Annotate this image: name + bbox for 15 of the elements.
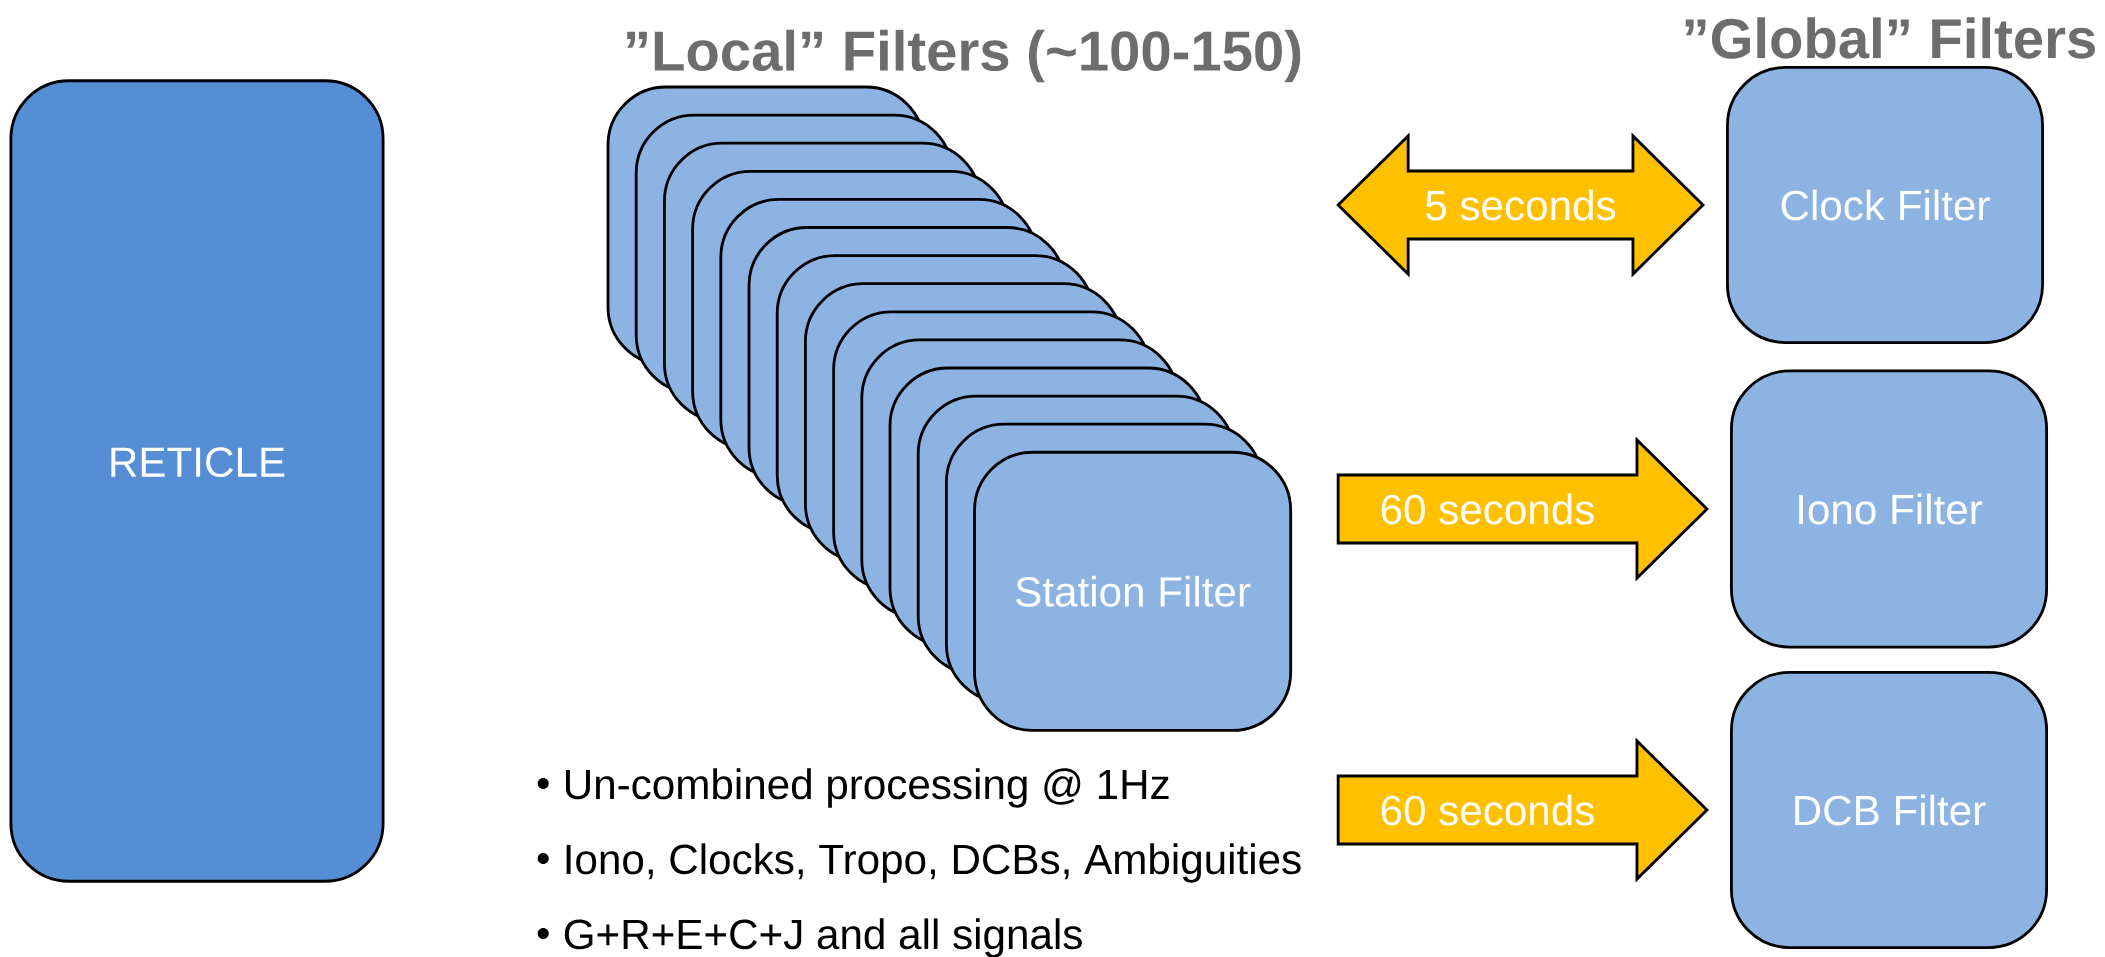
block-arrow: [1336, 737, 1709, 883]
heading: ”Local” Filters (~100-150): [627, 29, 1301, 83]
process-box: DCB Filter: [1730, 671, 2048, 949]
process-box: Iono Filter: [1730, 369, 2048, 649]
process-box: Clock Filter: [1726, 66, 2044, 344]
process-box: RETICLE: [9, 79, 385, 883]
bullet-item: Un-combined processing @ 1Hz: [537, 768, 1169, 808]
process-box: Station Filter: [973, 450, 1293, 732]
bullet-item: Iono, Clocks, Tropo, DCBs, Ambiguities: [537, 843, 1301, 883]
edge-label: 60 seconds: [1381, 493, 1594, 525]
edge-label: 5 seconds: [1426, 189, 1616, 221]
bullet-item: G+R+E+C+J and all signals: [537, 918, 1082, 957]
block-arrow: [1336, 436, 1709, 582]
block-arrow: [1336, 132, 1705, 278]
edge-label: 60 seconds: [1381, 794, 1594, 826]
